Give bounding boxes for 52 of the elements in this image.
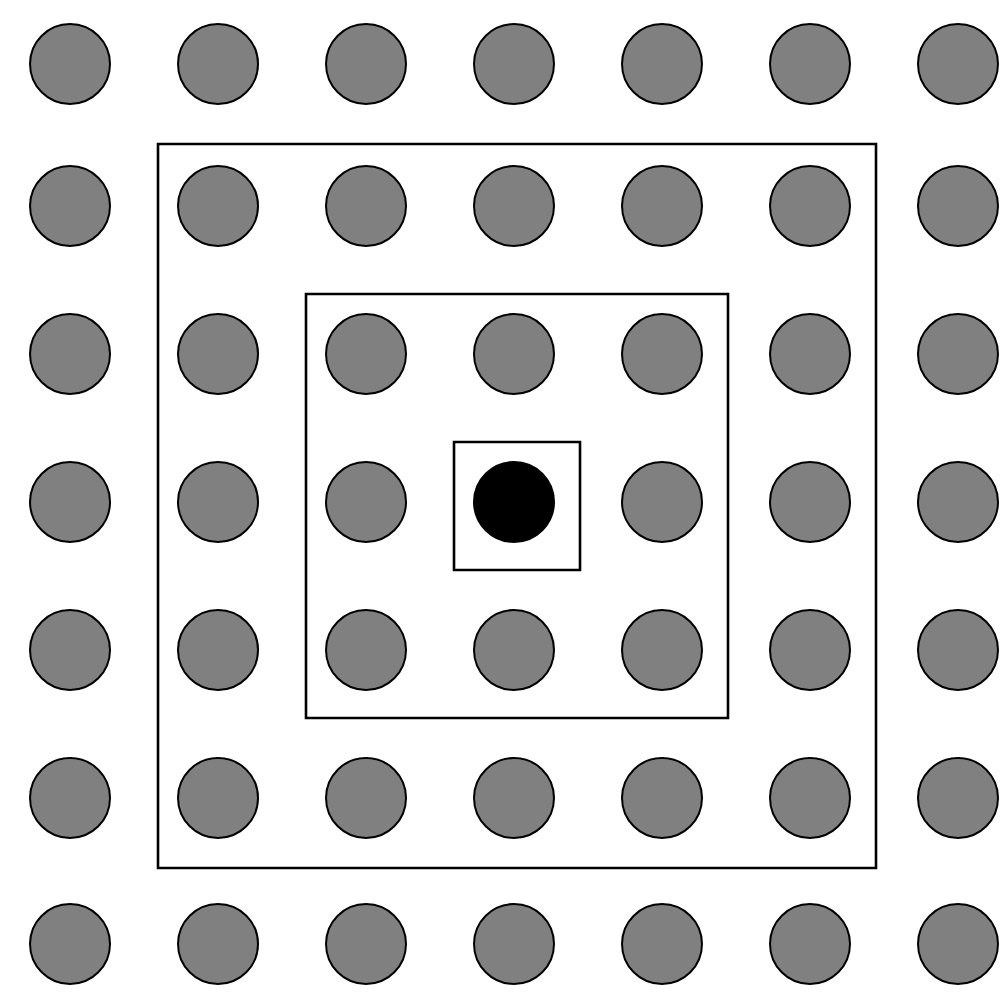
circle	[177, 23, 259, 105]
circle	[325, 608, 407, 691]
circle	[621, 313, 703, 395]
circle	[769, 460, 851, 543]
circle	[769, 902, 851, 985]
circle	[621, 23, 703, 105]
circle	[325, 460, 407, 543]
circle	[621, 902, 703, 985]
circle	[177, 313, 259, 395]
circle	[473, 902, 555, 985]
circle	[325, 902, 407, 985]
circle	[621, 756, 703, 839]
circle	[917, 165, 999, 247]
circle	[29, 902, 111, 985]
circle	[621, 165, 703, 247]
circle	[917, 608, 999, 691]
circle	[769, 165, 851, 247]
circle	[917, 313, 999, 395]
circle	[325, 23, 407, 105]
circle	[621, 608, 703, 691]
circle	[473, 165, 555, 247]
circle	[29, 313, 111, 395]
circle	[177, 608, 259, 691]
circle	[29, 165, 111, 247]
circle	[325, 756, 407, 839]
circle	[29, 460, 111, 543]
circle	[177, 165, 259, 247]
square-frame	[156, 142, 878, 870]
circle	[325, 165, 407, 247]
circle	[29, 608, 111, 691]
circle	[473, 756, 555, 839]
circle	[177, 902, 259, 985]
square-frame	[304, 292, 730, 720]
circle	[473, 460, 555, 543]
circle	[29, 756, 111, 839]
circle	[473, 313, 555, 395]
circle	[177, 460, 259, 543]
square-frame	[452, 440, 582, 572]
circle	[473, 608, 555, 691]
circle	[769, 313, 851, 395]
circle	[473, 23, 555, 105]
circle	[29, 23, 111, 105]
circle	[769, 23, 851, 105]
circle	[621, 460, 703, 543]
circle	[177, 756, 259, 839]
circle	[325, 313, 407, 395]
circle	[917, 460, 999, 543]
circle	[769, 756, 851, 839]
circle	[917, 23, 999, 105]
circle	[917, 902, 999, 985]
circle	[769, 608, 851, 691]
circle	[917, 756, 999, 839]
